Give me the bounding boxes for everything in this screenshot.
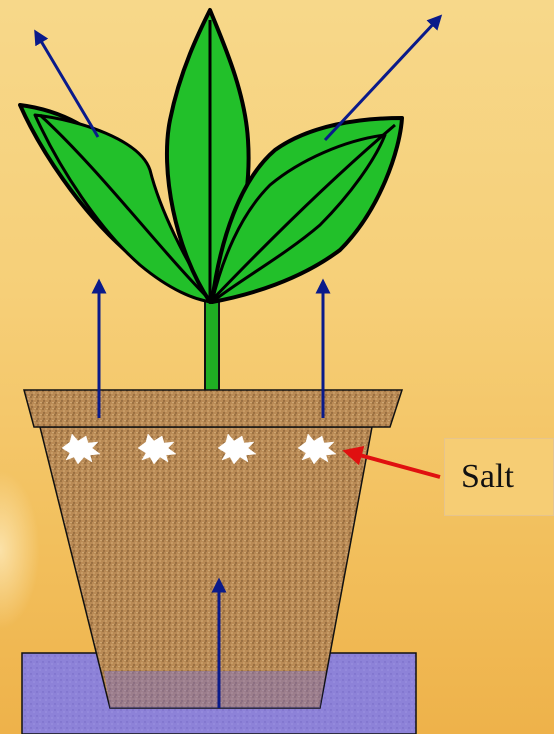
salt-label: Salt	[444, 438, 554, 516]
tray-water-overlay	[104, 671, 326, 708]
plant-stem	[205, 300, 219, 392]
pot-rim	[24, 390, 402, 427]
salt-label-text: Salt	[461, 458, 514, 496]
plant-leaves	[20, 10, 402, 302]
